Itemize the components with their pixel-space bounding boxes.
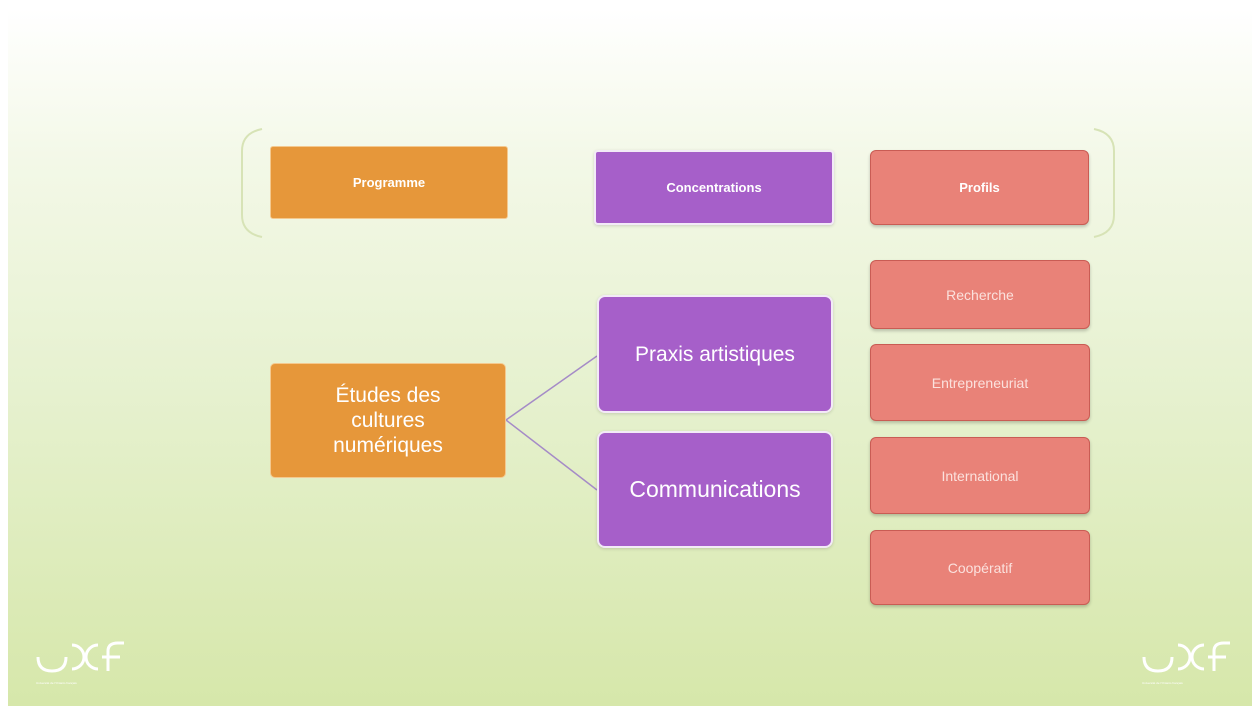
uof-logo-subtitle-right: Université de l'Ontario français <box>1142 681 1183 685</box>
profile-international-label: International <box>941 467 1019 484</box>
uof-logo-left: Université de l'Ontario français <box>34 637 134 689</box>
concentrations-header-box: Concentrations <box>594 150 834 225</box>
connector-praxis <box>505 355 598 421</box>
uof-logo-subtitle: Université de l'Ontario français <box>36 681 77 685</box>
concentration-communications-label: Communications <box>629 476 801 502</box>
programme-header-box: Programme <box>270 146 508 219</box>
left-bracket <box>241 128 263 238</box>
uof-logo-right: Université de l'Ontario français <box>1140 637 1240 689</box>
concentration-praxis-label: Praxis artistiques <box>635 342 795 366</box>
profile-cooperatif: Coopératif <box>870 530 1090 605</box>
profile-cooperatif-label: Coopératif <box>947 559 1013 576</box>
slide: Programme Concentrations Profils Études … <box>8 9 1252 706</box>
profile-entrepreneuriat-label: Entrepreneuriat <box>931 374 1029 391</box>
profile-recherche-label: Recherche <box>946 286 1014 303</box>
programme-header-label: Programme <box>352 175 426 190</box>
profile-recherche: Recherche <box>870 260 1090 329</box>
right-bracket <box>1093 128 1115 238</box>
program-node: Études des cultures numériques <box>270 363 506 478</box>
concentration-communications: Communications <box>597 431 833 548</box>
program-title: Études des cultures numériques <box>333 384 443 457</box>
connector-lines <box>505 355 598 491</box>
uof-logo-mark <box>36 641 124 673</box>
profile-international: International <box>870 437 1090 514</box>
profile-entrepreneuriat: Entrepreneuriat <box>870 344 1090 421</box>
concentration-praxis: Praxis artistiques <box>597 295 833 413</box>
concentrations-header-label: Concentrations <box>666 180 762 195</box>
uof-logo-mark-right <box>1142 641 1230 673</box>
connector-communications <box>505 419 598 491</box>
profils-header-label: Profils <box>959 180 1000 195</box>
profils-header-box: Profils <box>870 150 1089 225</box>
